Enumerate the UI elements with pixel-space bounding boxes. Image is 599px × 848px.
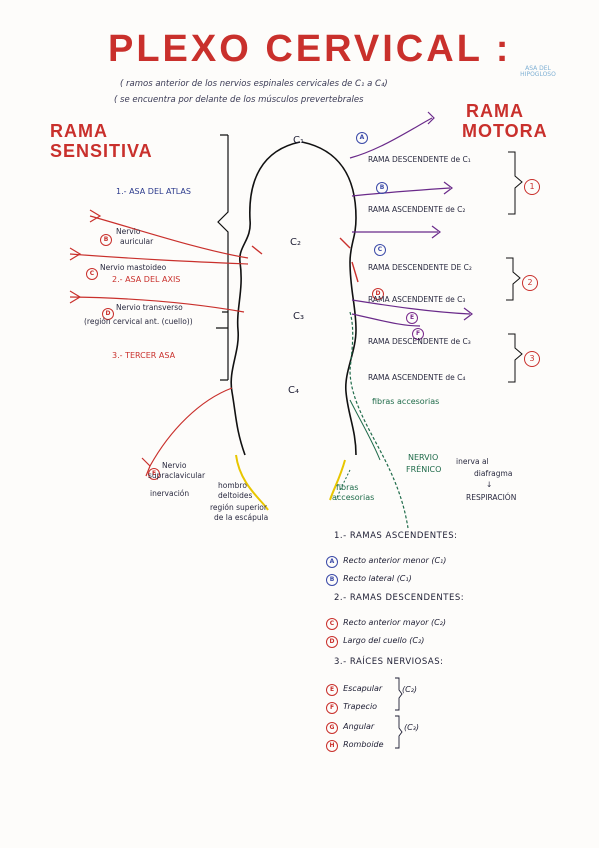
motor-letter-d: D — [372, 282, 384, 300]
label-frenico-target-2: diafragma — [474, 469, 513, 478]
label-desc-c3: RAMA DESCENDENTE de C₃ — [368, 337, 471, 346]
left-brace — [216, 135, 229, 380]
label-inervacion-3: región superior — [210, 503, 267, 512]
left-heading-line-1: RAMA — [50, 121, 108, 141]
label-tercer-asa: 3.- TERCER ASA — [112, 351, 176, 360]
column-left-outline — [230, 141, 301, 456]
watermark-note: ASA DEL HIPOGLOSO — [520, 65, 556, 78]
label-desc-c2: RAMA DESCENDENTE DE C₂ — [368, 263, 472, 272]
motor-nerve-e — [351, 313, 421, 327]
label-desc-c1: RAMA DESCENDENTE de C₁ — [368, 155, 471, 164]
sensory-letter-b: B — [100, 228, 112, 246]
phrenic-nerve — [349, 311, 409, 529]
list-raices-title: 3.- RAÍCES NERVIOSAS: — [334, 657, 444, 667]
list-raices-group-b: (C₃) — [404, 723, 420, 732]
list-desc-title: 2.- RAMAS DESCENDENTES: — [334, 593, 465, 603]
label-nervio-auricular-1: Nervio — [116, 227, 141, 236]
label-frenico-arrow: ↓ — [486, 480, 493, 489]
motor-letter-e: E — [406, 306, 418, 324]
label-nervio-frenico-1: NERVIO — [408, 453, 439, 462]
motor-nerve-a — [349, 117, 433, 159]
sensory-nerve-auricular — [89, 215, 249, 259]
label-asc-c4: RAMA ASCENDENTE de C₄ — [368, 373, 466, 382]
label-inervacion-4: de la escápula — [214, 513, 269, 522]
label-supraclavicular-2: supraclavicular — [148, 471, 206, 480]
subtitle-line-1: ( ramos anterior de los nervios espinale… — [120, 79, 388, 89]
motor-nerve-d — [351, 299, 471, 315]
root-c1: C₁ — [293, 135, 304, 146]
label-fibras-accesorias-2b: accesorias — [332, 493, 375, 502]
group-number-3: 3 — [524, 348, 540, 367]
list-asc-item-2: B Recto lateral (C₁) — [326, 568, 412, 586]
label-fibras-accesorias-2a: fibras — [336, 483, 359, 492]
list-raices-item-1: E Escapular — [326, 678, 382, 696]
motor-letter-a: A — [356, 126, 368, 144]
right-brace-2 — [506, 257, 521, 301]
list-raices-item-3: G Angular — [326, 716, 374, 734]
list-raices-item-4: H Romboide — [326, 734, 384, 752]
list-asc-title: 1.- RAMAS ASCENDENTES: — [334, 531, 458, 541]
label-inervacion-2: deltoides — [218, 491, 253, 500]
label-asc-c2: RAMA ASCENDENTE de C₂ — [368, 205, 466, 214]
label-inervacion: inervación — [150, 489, 190, 498]
sensory-letter-d: D — [102, 302, 114, 320]
right-heading-line-2: MOTORA — [462, 121, 548, 141]
left-heading-line-2: SENSITIVA — [50, 141, 153, 161]
sensory-nerve-supraclavicular — [149, 387, 233, 467]
yellow-arc-right — [329, 459, 346, 501]
right-brace-3 — [508, 333, 523, 383]
label-nervio-transverso: Nervio transverso — [116, 303, 183, 312]
label-frenico-target-1: inerva al — [456, 457, 489, 466]
label-nervio-mastoideo: Nervio mastoideo — [100, 263, 167, 272]
root-c2: C₂ — [290, 237, 301, 248]
label-supraclavicular-1: Nervio — [162, 461, 187, 470]
page-title: PLEXO CERVICAL : — [108, 28, 512, 70]
right-brace-1 — [508, 151, 523, 215]
list-desc-item-1: C Recto anterior mayor (C₂) — [326, 612, 446, 630]
sensory-nerve-transverso — [69, 296, 245, 313]
label-region-cervical: (región cervical ant. (cuello)) — [84, 317, 193, 326]
label-fibras-accesorias: fibras accesorias — [372, 397, 440, 406]
list-raices-item-2: F Trapecio — [326, 696, 377, 714]
list-raices-braces — [395, 677, 403, 749]
label-asa-axis: 2.- ASA DEL AXIS — [112, 275, 181, 284]
column-right-outline — [301, 141, 357, 456]
list-asc-item-1: A Recto anterior menor (C₁) — [326, 550, 446, 568]
label-nervio-auricular-2: auricular — [120, 237, 154, 246]
sensory-nerve-mastoideo — [69, 253, 249, 265]
right-heading-line-1: RAMA — [466, 101, 524, 121]
motor-letter-c: C — [374, 238, 386, 256]
root-c4: C₄ — [288, 385, 299, 396]
root-c3: C₃ — [293, 311, 304, 322]
motor-letter-f: F — [412, 322, 424, 340]
label-asa-atlas: 1.- ASA DEL ATLAS — [116, 187, 191, 196]
label-asc-c3: RAMA ASCENDENTE de C₃ — [368, 295, 466, 304]
label-respiracion: RESPIRACIÓN — [466, 493, 517, 502]
group-number-2: 2 — [522, 272, 538, 291]
motor-letter-b: B — [376, 176, 388, 194]
label-inervacion-1: hombro — [218, 481, 247, 490]
sensory-letter-c: C — [86, 262, 98, 280]
subtitle-line-2: ( se encuentra por delante de los múscul… — [114, 95, 364, 105]
group-number-1: 1 — [524, 176, 540, 195]
sensory-letter-e: E — [148, 462, 160, 480]
yellow-arc-left — [235, 454, 269, 511]
list-raices-group-a: (C₂) — [402, 685, 418, 694]
motor-nerve-b — [351, 187, 451, 197]
label-nervio-frenico-2: FRÉNICO — [406, 465, 442, 474]
list-desc-item-2: D Largo del cuello (C₂) — [326, 630, 424, 648]
